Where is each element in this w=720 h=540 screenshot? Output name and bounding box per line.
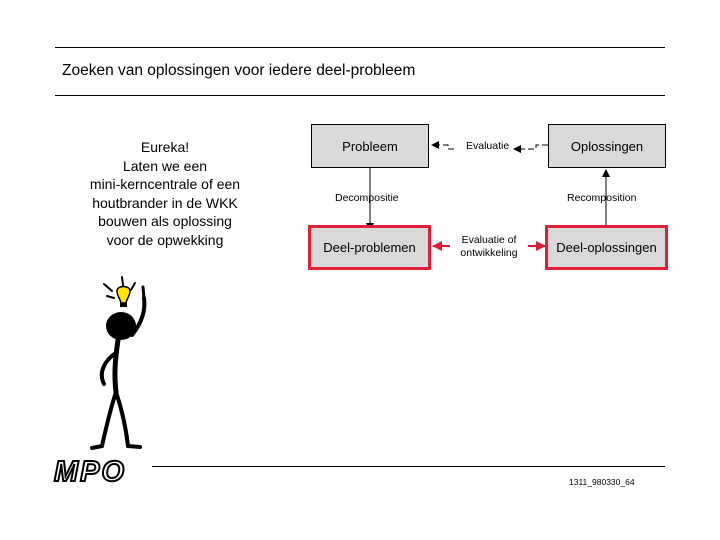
page-title: Zoeken van oplossingen voor iedere deel-… [62, 62, 416, 79]
eureka-text: Eureka! Laten we een mini-kerncentrale o… [60, 138, 270, 249]
evaluatie-of-ontwikkeling-label: Evaluatie of ontwikkeling [450, 234, 528, 260]
recomposition-label: Recomposition [567, 192, 637, 204]
decompositie-label: Decompositie [335, 192, 399, 204]
top-rule [55, 47, 665, 48]
title-rule [55, 95, 665, 96]
footer-rule [152, 466, 665, 467]
oplossingen-box: Oplossingen [548, 124, 666, 168]
mpo-logo-text: MPO [54, 456, 126, 488]
lightbulb-icon [116, 285, 131, 304]
slide-code: 1311_980330_64 [569, 477, 635, 487]
probleem-box: Probleem [311, 124, 429, 168]
eureka-line: mini-kerncentrale of een [89, 176, 241, 192]
figure-head [106, 312, 136, 340]
evaluatie-of-line1: Evaluatie of [461, 234, 517, 246]
eureka-line: houtbrander in de WKK [92, 194, 238, 211]
eureka-line: Eureka! [140, 139, 190, 155]
evaluatie-connector [431, 141, 548, 153]
deel-problemen-box: Deel-problemen [308, 225, 431, 270]
eureka-line: bouwen als oplossing [98, 213, 232, 229]
evaluatie-of-line2: ontwikkeling [460, 247, 518, 259]
eureka-line: Laten we een [122, 157, 208, 174]
eureka-line: voor de opwekking [106, 231, 224, 248]
deel-oplossingen-box: Deel-oplossingen [545, 225, 668, 270]
evaluatie-label: Evaluatie [466, 140, 510, 152]
